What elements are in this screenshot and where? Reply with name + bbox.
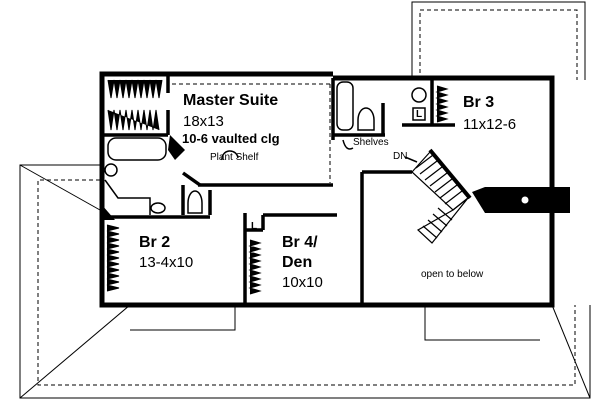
open-to-below-label: open to below [421, 269, 484, 280]
linen-closet-label: L [251, 221, 258, 232]
master-suite-name: Master Suite [183, 92, 279, 109]
br4-size: 10x10 [282, 274, 323, 291]
closet-hatching [106, 79, 449, 295]
br3-size: 11x12-6 [463, 116, 517, 133]
master-suite-size: 18x13 [183, 113, 224, 130]
wall-corner [168, 135, 185, 160]
master-suite-ceiling: 10-6 vaulted clg [182, 131, 280, 146]
bath-fixtures [104, 81, 427, 215]
br4-name-line1: Br 4/ [282, 234, 318, 251]
fireplace-chimney [472, 187, 570, 213]
interior-walls [102, 74, 455, 305]
roof-outline [19, 1, 591, 399]
linen-closet-label: L [416, 109, 423, 120]
br2-name: Br 2 [139, 234, 171, 251]
stairs [411, 148, 472, 244]
dashed-lines [172, 83, 331, 183]
shelves-label: Shelves [353, 137, 389, 148]
br3-name: Br 3 [463, 94, 495, 111]
stairs-down-label: DN [393, 151, 408, 162]
plant-shelf-label: Plant Shelf [210, 152, 259, 163]
wall-corner [102, 205, 115, 220]
br4-name-line2: Den [282, 254, 313, 271]
br2-size: 13-4x10 [139, 254, 194, 271]
exterior-walls [99, 71, 555, 308]
